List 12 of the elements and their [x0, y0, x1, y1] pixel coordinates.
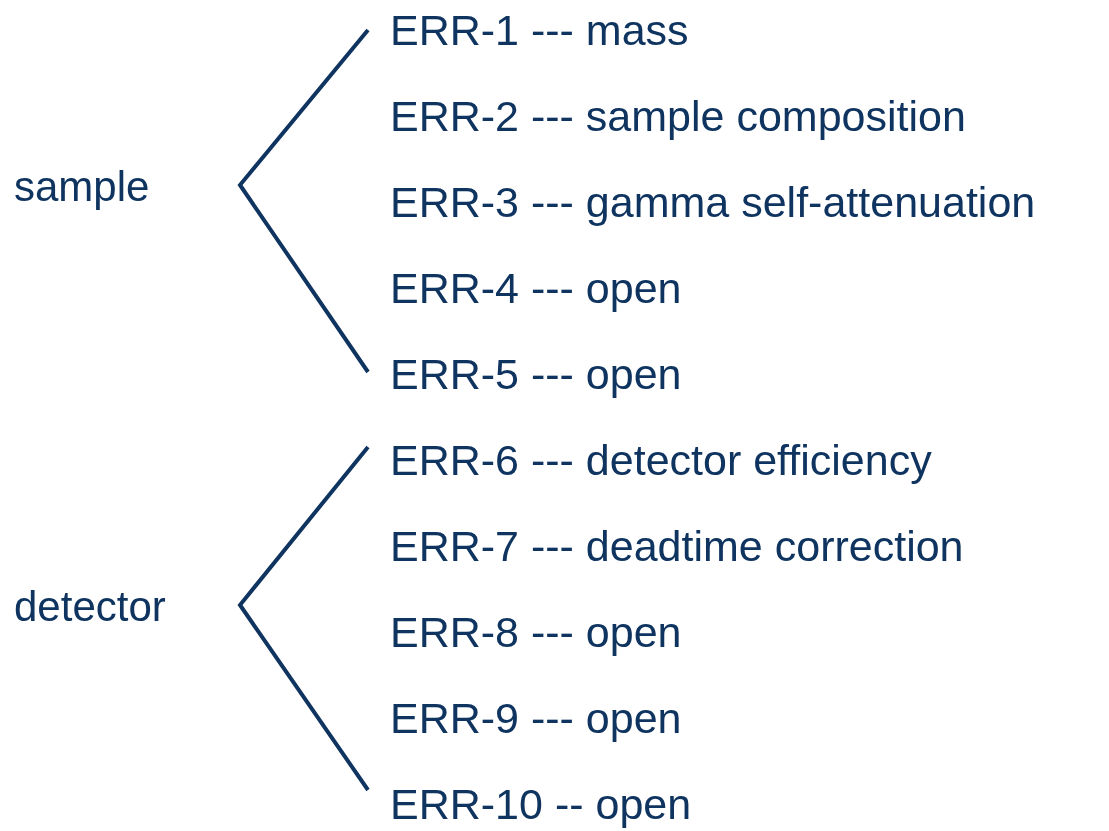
category-label: detector [14, 586, 166, 628]
error-item-text: ERR-6 --- detector efficiency [390, 438, 932, 482]
error-item-text: ERR-7 --- deadtime correction [390, 524, 964, 568]
error-item-text: ERR-1 --- mass [390, 8, 689, 52]
error-item-text: ERR-4 --- open [390, 266, 682, 310]
error-item-text: ERR-9 --- open [390, 696, 682, 740]
category-label: sample [14, 166, 150, 208]
error-item-text: ERR-2 --- sample composition [390, 94, 966, 138]
error-item-text: ERR-5 --- open [390, 352, 682, 396]
error-item-text: ERR-10 -- open [390, 782, 692, 826]
error-item-text: ERR-3 --- gamma self-attenuation [390, 180, 1036, 224]
error-item-text: ERR-8 --- open [390, 610, 682, 654]
